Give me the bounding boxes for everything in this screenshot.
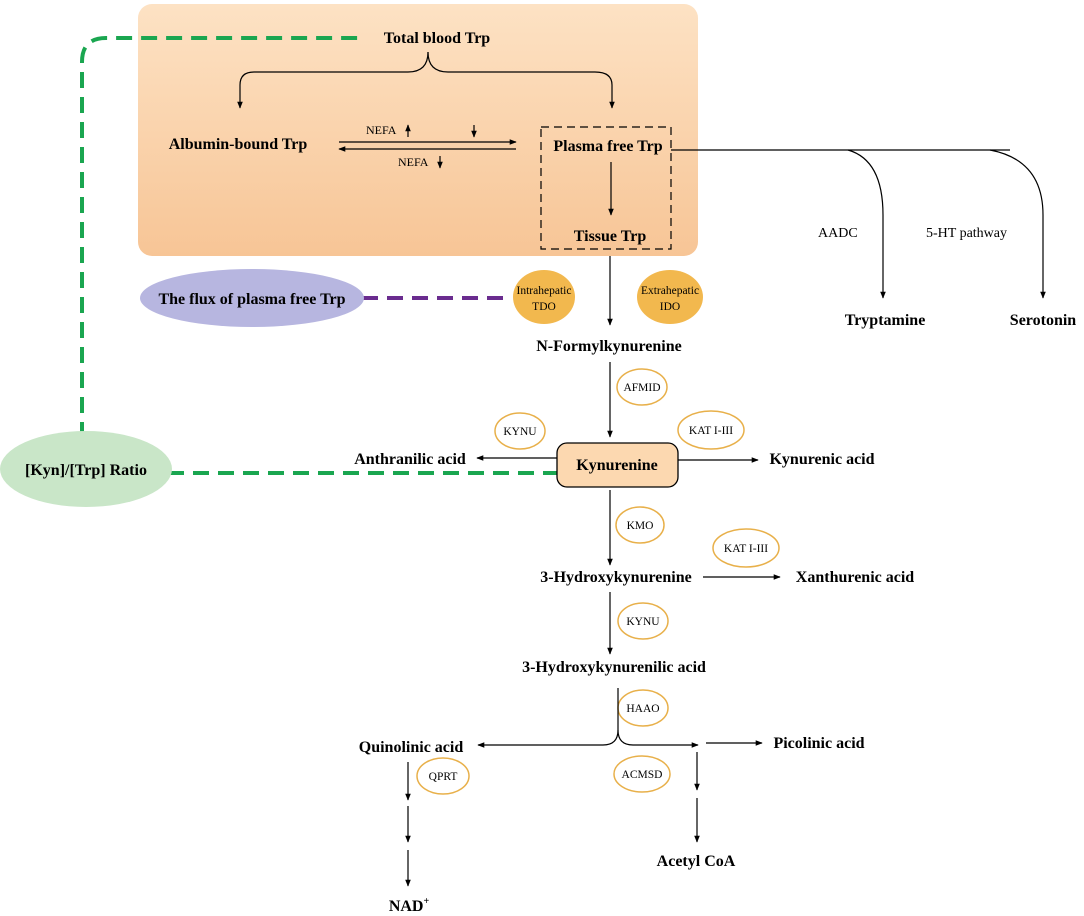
haao-split-line	[477, 688, 619, 748]
qprt-enzyme-ring	[416, 757, 470, 795]
total-blood-trp-label: Total blood Trp	[384, 30, 491, 47]
kyn-trp-ratio-label: [Kyn]/[Trp] Ratio	[25, 462, 147, 479]
ido-enzyme-ellipse	[637, 270, 703, 324]
ido-label: IDO	[660, 301, 680, 313]
tryptamine-label: Tryptamine	[845, 312, 926, 329]
intrahepatic-label: Intrahepatic	[517, 285, 572, 297]
nad-label: NAD+	[389, 896, 430, 915]
picolinic-acid-label: Picolinic acid	[773, 735, 864, 752]
kat-label-2: KAT I-III	[724, 543, 768, 555]
ratio-to-total-trp-dashed-line	[80, 36, 365, 438]
kmo-enzyme-ring	[615, 506, 665, 544]
upper-nefa-label: NEFA	[366, 123, 397, 137]
afmid-label: AFMID	[623, 382, 660, 394]
hydroxykynurenilic-acid-label: 3-Hydroxykynurenilic acid	[522, 659, 706, 676]
kynurenine-box	[556, 442, 679, 488]
plasma-tissue-dashed-box	[540, 126, 672, 250]
kynurenine-label: Kynurenine	[576, 457, 658, 474]
ht-pathway-label: 5-HT pathway	[926, 226, 1007, 241]
kat-enzyme-ring-2	[712, 528, 780, 568]
nad-superscript-text: +	[423, 896, 429, 907]
extrahepatic-label: Extrahepatic	[641, 285, 699, 297]
lower-nefa-label: NEFA	[398, 155, 429, 169]
acmsd-label: ACMSD	[622, 769, 663, 781]
acmsd-enzyme-ring	[613, 755, 671, 793]
flux-plasma-free-trp-label: The flux of plasma free Trp	[158, 291, 345, 308]
kat-label-1: KAT I-III	[689, 425, 733, 437]
kat-enzyme-ring-1	[677, 410, 745, 450]
plasma-free-trp-label: Plasma free Trp	[553, 138, 662, 155]
quinolinic-acid-label: Quinolinic acid	[359, 739, 464, 756]
qprt-label: QPRT	[429, 771, 458, 783]
kmo-label: KMO	[627, 520, 654, 532]
tdo-enzyme-ellipse	[513, 270, 575, 324]
acetyl-coa-label: Acetyl CoA	[657, 853, 736, 870]
kynu-label-2: KYNU	[626, 616, 660, 628]
anthranilic-acid-label: Anthranilic acid	[354, 451, 466, 468]
tdo-label: TDO	[532, 301, 556, 313]
albumin-bound-trp-label: Albumin-bound Trp	[169, 136, 308, 153]
kynu-enzyme-ring-2	[617, 602, 669, 640]
kyn-trp-ratio-ellipse	[0, 431, 172, 507]
kynurenic-acid-label: Kynurenic acid	[769, 451, 874, 468]
kynu-enzyme-ring-1	[494, 412, 546, 450]
total-trp-split-brace-left	[237, 51, 429, 109]
aadc-label: AADC	[818, 226, 858, 241]
n-formylkynurenine-label: N-Formylkynurenine	[536, 338, 681, 355]
haao-label: HAAO	[626, 703, 659, 715]
trp-distribution-box	[138, 4, 698, 256]
flux-plasma-free-trp-ellipse	[140, 269, 364, 327]
aadc-branch-arrow	[847, 149, 886, 299]
tissue-trp-label: Tissue Trp	[574, 228, 647, 245]
haao-split-line-right	[617, 729, 699, 748]
kynu-label-1: KYNU	[503, 426, 537, 438]
total-trp-split-brace	[427, 51, 615, 109]
hydroxykynurenine-label: 3-Hydroxykynurenine	[540, 569, 691, 586]
serotonin-label: Serotonin	[1010, 312, 1076, 329]
xanthurenic-acid-label: Xanthurenic acid	[796, 569, 914, 586]
serotonin-branch-arrow	[989, 149, 1046, 299]
nad-base-text: NAD	[389, 898, 424, 915]
afmid-enzyme-ring	[616, 368, 668, 406]
